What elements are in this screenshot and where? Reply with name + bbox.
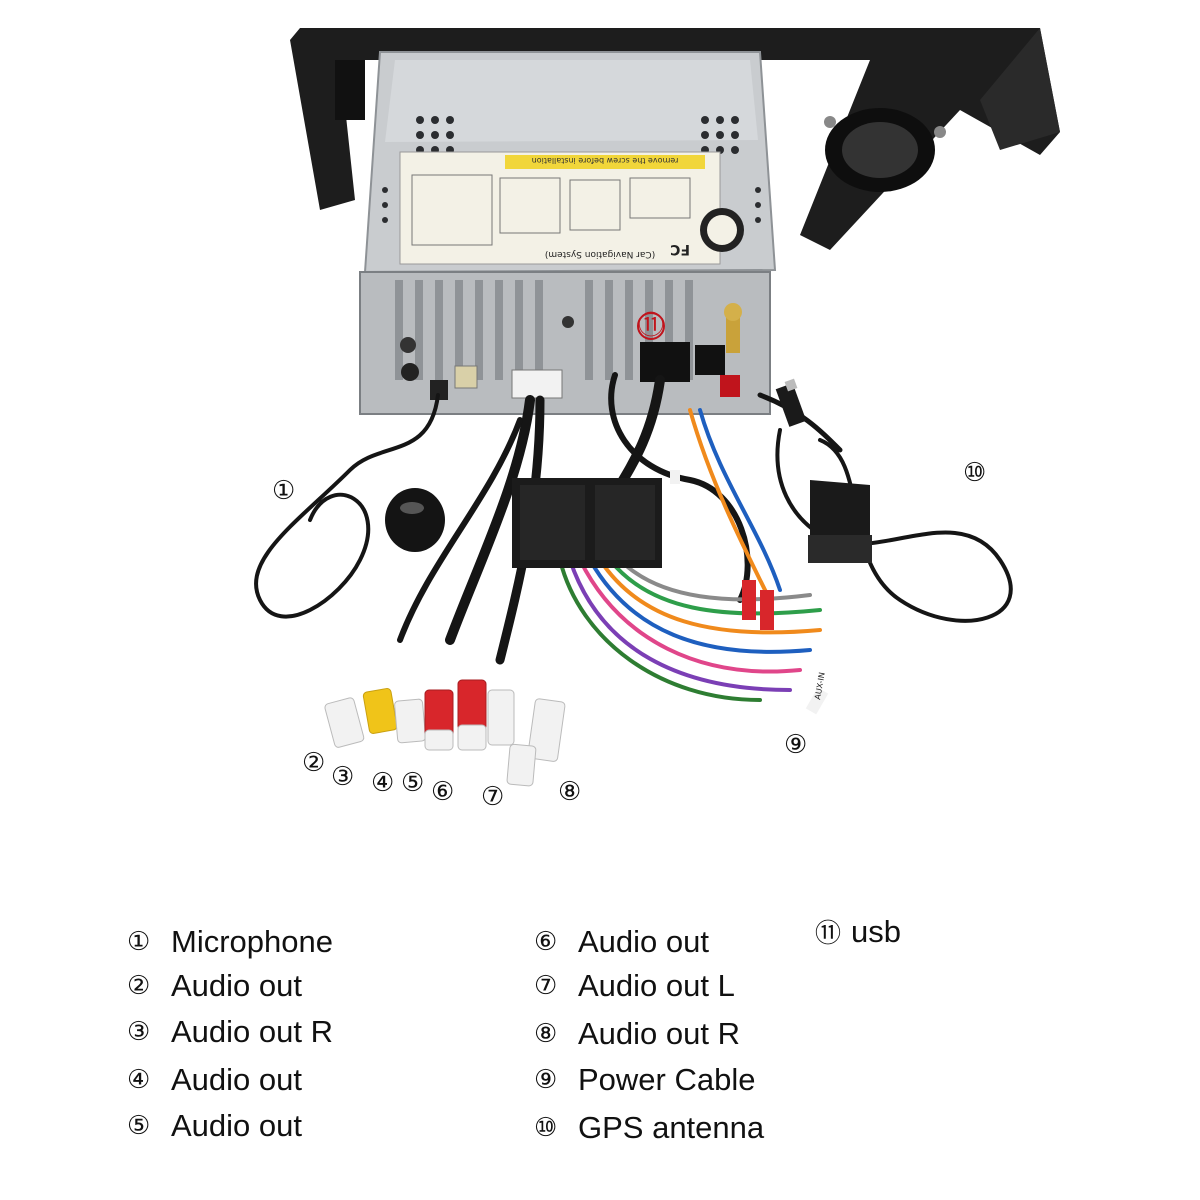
callout-6: ⑥ xyxy=(431,777,455,807)
heatsink xyxy=(359,271,771,415)
legend-item-power-cable: ⑨ Power Cable xyxy=(534,1062,755,1098)
product-photo: remove the screw before installation FC … xyxy=(254,28,1060,787)
legend-item-usb: ⑪ usb xyxy=(815,913,901,950)
legend-label: Audio out R xyxy=(578,1016,740,1051)
legend-item-audio-out-r-8: ⑧ Audio out R xyxy=(534,1016,740,1052)
legend-number: ⑧ xyxy=(534,1019,558,1049)
colored-wires xyxy=(558,408,822,702)
callout-4: ④ xyxy=(371,768,395,798)
fcc-mark: FC xyxy=(670,241,690,257)
callout-11: ⑪ xyxy=(638,311,665,341)
legend-label: Microphone xyxy=(171,924,333,959)
callout-10: ⑩ xyxy=(963,458,987,488)
microphone xyxy=(385,488,445,552)
legend-number: ⑨ xyxy=(534,1065,558,1095)
legend-label: Audio out xyxy=(171,1062,302,1097)
legend-label: Power Cable xyxy=(578,1062,756,1097)
legend-item-microphone: ① Microphone xyxy=(127,924,333,960)
mounting-frame xyxy=(290,28,1060,250)
spec-sticker: remove the screw before installation FC … xyxy=(399,151,744,265)
metal-chassis: remove the screw before installation FC … xyxy=(363,51,777,274)
callout-7: ⑦ xyxy=(481,782,505,812)
callout-2: ② xyxy=(302,748,326,778)
legend-number: ⑦ xyxy=(534,971,558,1001)
callout-9: ⑨ xyxy=(784,730,808,760)
legend-label: Audio out L xyxy=(578,968,735,1003)
legend-label: usb xyxy=(851,913,901,949)
callout-8: ⑧ xyxy=(558,777,582,807)
legend-label: Audio out xyxy=(171,968,302,1003)
iso-connector xyxy=(512,470,680,568)
legend-label: Audio out xyxy=(171,1108,302,1143)
legend-number: ④ xyxy=(127,1065,151,1095)
sticker-band-text: remove the screw before installation xyxy=(532,156,679,165)
aux-rca-pair: AUX-IN xyxy=(742,580,829,715)
legend-item-audio-out-r-3: ③ Audio out R xyxy=(127,1014,333,1050)
legend-number: ⑪ xyxy=(815,919,842,949)
legend-item-audio-out-4: ④ Audio out xyxy=(127,1062,302,1098)
legend-number: ② xyxy=(127,971,151,1001)
usb-highlight-circle xyxy=(637,312,665,340)
usb-plug xyxy=(775,378,807,427)
callout-3: ③ xyxy=(331,762,355,792)
legend-label: Audio out R xyxy=(171,1014,333,1049)
legend-label: GPS antenna xyxy=(578,1110,765,1145)
legend-number: ① xyxy=(127,927,151,957)
legend-item-audio-out-6: ⑥ Audio out xyxy=(534,924,709,960)
legend-item-gps-antenna: ⑩ GPS antenna xyxy=(534,1110,764,1146)
legend-number: ⑤ xyxy=(127,1111,151,1141)
legend-item-audio-out-2: ② Audio out xyxy=(127,968,302,1004)
legend-number: ⑩ xyxy=(534,1113,558,1143)
gps-antenna xyxy=(808,480,872,563)
legend-label: Audio out xyxy=(578,924,709,959)
sticker-system-text: (Car Navigation System) xyxy=(545,249,655,259)
legend-number: ⑥ xyxy=(534,927,558,957)
callout-1: ① xyxy=(272,476,296,506)
legend-number: ③ xyxy=(127,1017,151,1047)
rca-plugs xyxy=(324,679,566,787)
legend-item-audio-out-l-7: ⑦ Audio out L xyxy=(534,968,735,1004)
legend-item-audio-out-5: ⑤ Audio out xyxy=(127,1108,302,1144)
callout-5: ⑤ xyxy=(401,768,425,798)
